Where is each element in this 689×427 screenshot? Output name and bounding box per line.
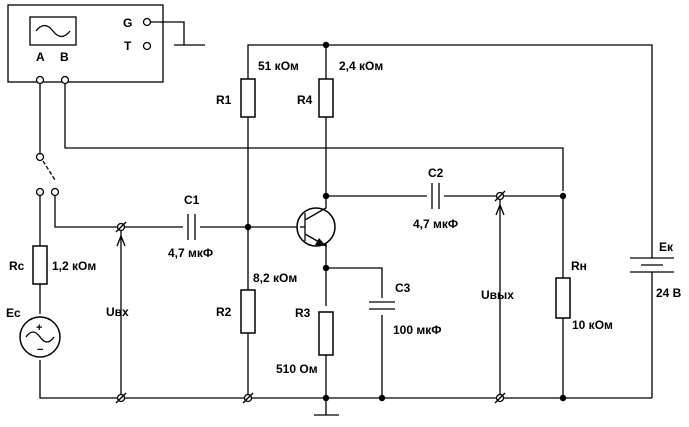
switch-terminal (35, 187, 45, 197)
signal-source: + − (19, 316, 61, 358)
test-point (494, 392, 506, 404)
ground-terminal-label: G (123, 16, 132, 30)
rc-value: 1,2 кОм (52, 259, 96, 273)
test-point (115, 221, 127, 233)
r1-value: 51 кОм (258, 59, 299, 73)
test-point (115, 392, 127, 404)
u-in-arrow (116, 235, 126, 247)
r1-label: R1 (216, 93, 232, 107)
switch-terminal (35, 152, 45, 162)
channel-a-label: A (36, 50, 45, 64)
battery (630, 257, 674, 273)
u-out-label: Uвых (481, 288, 514, 302)
transistor (296, 196, 336, 248)
oscilloscope-screen (29, 16, 77, 46)
resistor-r1 (240, 78, 256, 118)
resistor-r4 (318, 78, 334, 118)
c2-value: 4,7 мкФ (413, 217, 458, 231)
junction-dots (244, 41, 567, 402)
resistor-r3 (318, 311, 334, 356)
u-out-arrow (495, 204, 505, 216)
channel-b-label: B (60, 50, 69, 64)
r2-value: 8,2 кОм (253, 271, 297, 285)
rn-label: Rн (571, 259, 587, 273)
switch-terminal (50, 187, 60, 197)
c3-label: C3 (395, 281, 411, 295)
capacitor-c3 (369, 301, 395, 310)
r3-value: 510 Ом (276, 362, 318, 376)
ground-wire (150, 21, 185, 45)
channel-a-terminal (35, 75, 45, 85)
c2-label: C2 (428, 166, 444, 180)
channel-b-terminal (60, 75, 70, 85)
resistor-rn (555, 277, 571, 319)
oscilloscope: A B G T (7, 4, 205, 85)
r4-value: 2,4 кОм (339, 59, 383, 73)
ground-terminal (142, 17, 152, 27)
c1-value: 4,7 мкФ (168, 246, 213, 260)
ek-label: Eк (659, 240, 674, 254)
trigger-terminal-label: T (124, 39, 132, 53)
resistor-r2 (240, 289, 256, 334)
ek-value: 24 В (656, 286, 682, 300)
c1-label: C1 (184, 193, 200, 207)
resistor-rc (32, 245, 48, 285)
svg-text:+: + (36, 322, 42, 334)
switch-lever (42, 160, 56, 181)
oscilloscope-body (7, 4, 164, 83)
r2-label: R2 (216, 305, 232, 319)
test-point (494, 190, 506, 202)
r4-label: R4 (297, 93, 313, 107)
c3-value: 100 мкФ (393, 323, 441, 337)
r3-label: R3 (295, 306, 311, 320)
sine-wave-icon (35, 24, 71, 38)
rc-label: Rc (9, 259, 25, 273)
svg-text:−: − (37, 344, 43, 356)
wires (35, 44, 653, 416)
test-points (115, 190, 506, 404)
ec-label: Ec (6, 306, 21, 320)
trigger-terminal (142, 41, 152, 51)
capacitor-c1 (186, 214, 197, 240)
rn-value: 10 кОм (572, 318, 613, 332)
capacitor-c2 (429, 183, 442, 209)
u-in-label: Uвх (106, 305, 129, 319)
test-point (242, 392, 254, 404)
